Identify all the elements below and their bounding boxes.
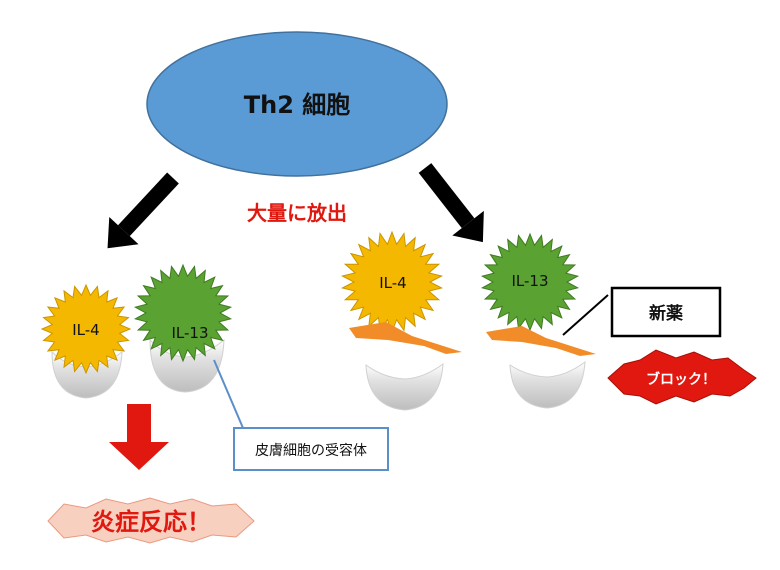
receptor-callout-label: 皮膚細胞の受容体 xyxy=(255,442,367,459)
block-burst xyxy=(607,349,757,405)
drug-bolt-1 xyxy=(349,322,462,354)
new-drug-box xyxy=(610,286,722,338)
inflammation-burst xyxy=(47,497,255,544)
il13-label-right: IL-13 xyxy=(511,272,548,290)
il4-label-left: IL-4 xyxy=(72,321,99,339)
block-label: ブロック！ xyxy=(646,371,716,388)
il13-burst-left xyxy=(133,263,233,363)
receptor-right-1 xyxy=(365,362,444,411)
th2-cell xyxy=(146,31,448,177)
inflammation-label: 炎症反応！ xyxy=(91,508,211,536)
arrow-down-red xyxy=(109,404,169,470)
il4-label-right: IL-4 xyxy=(379,274,406,292)
receptor-callout-box xyxy=(233,427,389,471)
new-drug-label: 新薬 xyxy=(649,303,683,324)
il4-burst-left xyxy=(40,283,132,375)
new-drug-pointer-line xyxy=(562,294,609,336)
receptor-callout-line xyxy=(213,359,244,429)
drug-bolt-2 xyxy=(486,326,596,356)
receptor-right-2 xyxy=(509,360,586,409)
arrow-right-black xyxy=(418,163,484,243)
il13-label-left: IL-13 xyxy=(171,324,208,342)
arrow-left-black xyxy=(107,172,179,249)
th2-cell-label: Th2 細胞 xyxy=(244,91,351,119)
release-label: 大量に放出 xyxy=(247,201,347,225)
